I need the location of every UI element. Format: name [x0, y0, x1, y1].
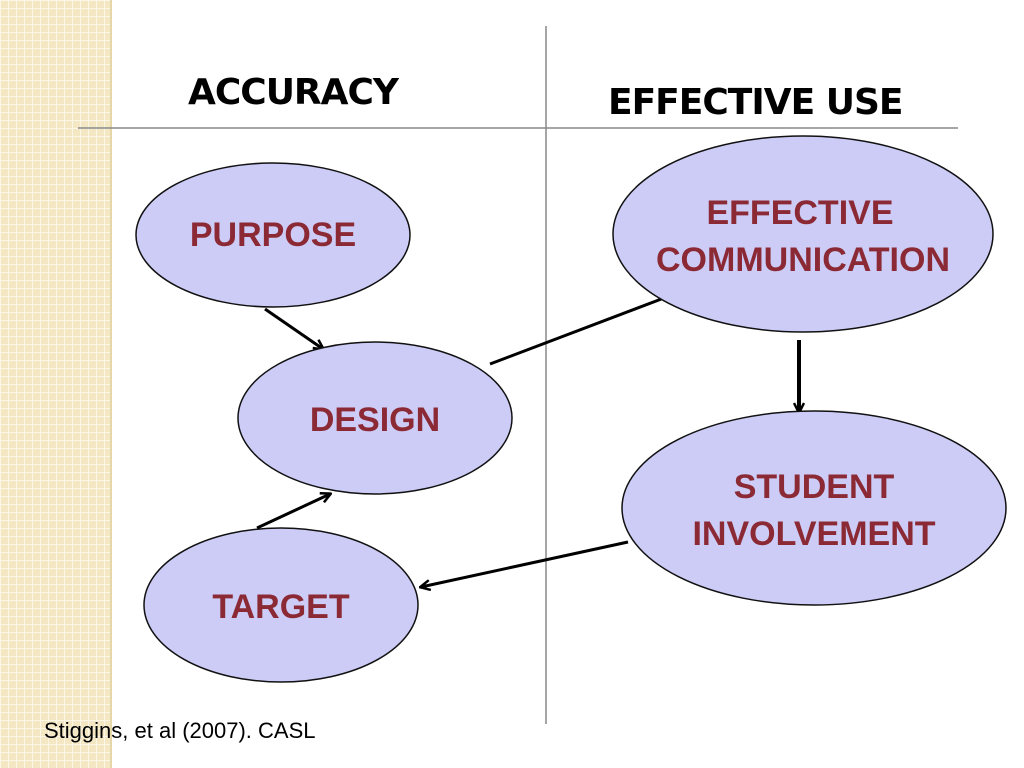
arrow-target-to-design	[256, 494, 330, 530]
node-effective-communication-line-2: COMMUNICATION	[656, 241, 950, 279]
arrow-purpose-to-design	[264, 307, 323, 349]
node-effective-communication-line-1: EFFECTIVE	[706, 194, 893, 232]
connector-design-to-communication	[489, 296, 665, 366]
citation: Stiggins, et al (2007). CASL	[44, 718, 316, 743]
node-design: DESIGN	[237, 341, 513, 495]
node-student-involvement: STUDENT INVOLVEMENT	[621, 410, 1007, 606]
node-student-involvement-line-2: INVOLVEMENT	[692, 515, 935, 553]
heading-effective-use: EFFECTIVE USE	[608, 82, 903, 123]
node-design-label: DESIGN	[310, 401, 440, 439]
node-student-involvement-line-1: STUDENT	[734, 468, 895, 506]
heading-accuracy: ACCURACY	[188, 72, 399, 113]
node-target-label: TARGET	[212, 588, 349, 626]
node-purpose: PURPOSE	[135, 162, 411, 308]
node-target: TARGET	[143, 527, 419, 683]
arrow-involvement-to-target	[421, 540, 629, 587]
node-purpose-label: PURPOSE	[190, 216, 356, 254]
node-effective-communication: EFFECTIVE COMMUNICATION	[612, 135, 994, 333]
